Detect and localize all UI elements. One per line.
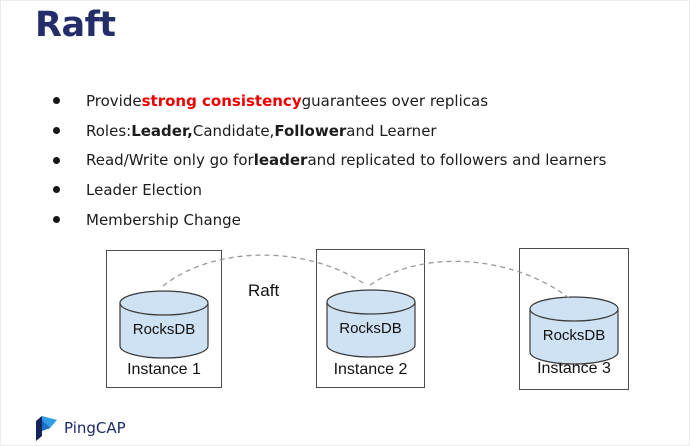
bullet-item: Provide strong consistency guarantees ov… — [53, 86, 606, 116]
instance-box-1: RocksDB Instance 1 — [106, 250, 222, 388]
bullet-highlight: leader — [253, 151, 308, 170]
instance-label: Instance 3 — [537, 360, 611, 377]
bullet-icon — [53, 186, 60, 194]
bullet-segment: and Learner — [346, 121, 437, 140]
db-label: RocksDB — [542, 327, 606, 344]
page-title: Raft — [35, 5, 116, 45]
bullet-item: Membership Change — [53, 205, 606, 235]
pingcap-logo-text: PingCAP — [64, 419, 126, 437]
footer: PingCAP — [34, 414, 126, 442]
bullet-segment: Read/Write only go for — [86, 151, 254, 170]
bullet-icon — [53, 156, 60, 164]
raft-label: Raft — [248, 281, 280, 300]
bullet-segment: Membership Change — [86, 210, 241, 229]
pingcap-logo-icon — [36, 416, 57, 441]
bullet-list: Provide strong consistency guarantees ov… — [53, 86, 606, 234]
bullet-icon — [53, 127, 60, 135]
bullet-highlight: Leader, — [131, 121, 193, 140]
bullet-segment: and replicated to followers and learners — [307, 151, 607, 170]
db-label: RocksDB — [339, 320, 402, 337]
database-cylinder-icon — [325, 289, 416, 358]
db-label: RocksDB — [132, 321, 196, 338]
database-cylinder-icon — [529, 296, 619, 365]
bullet-icon — [53, 216, 60, 224]
bullet-segment: Leader Election — [86, 180, 203, 199]
bullet-segment: guarantees over replicas — [301, 91, 489, 110]
instance-box-2: RocksDB Instance 2 — [316, 249, 425, 388]
database-cylinder-icon — [119, 290, 209, 359]
bullet-item: Leader Election — [53, 175, 606, 205]
bullet-segment: Roles: — [86, 121, 132, 140]
raft-diagram: RocksDB Instance 1 RocksDB Instance 2 Ro… — [96, 236, 656, 406]
bullet-highlight: Follower — [274, 121, 347, 140]
bullet-segment: Candidate, — [192, 121, 275, 140]
instance-label: Instance 2 — [333, 361, 408, 378]
instance-label: Instance 1 — [127, 361, 201, 378]
bullet-highlight: strong consistency — [141, 91, 302, 110]
bullet-item: Roles: Leader, Candidate, Follower and L… — [53, 116, 606, 146]
bullet-icon — [53, 97, 60, 105]
instance-box-3: RocksDB Instance 3 — [519, 248, 629, 390]
bullet-segment: Provide — [86, 91, 142, 110]
bullet-item: Read/Write only go for leader and replic… — [53, 145, 606, 175]
